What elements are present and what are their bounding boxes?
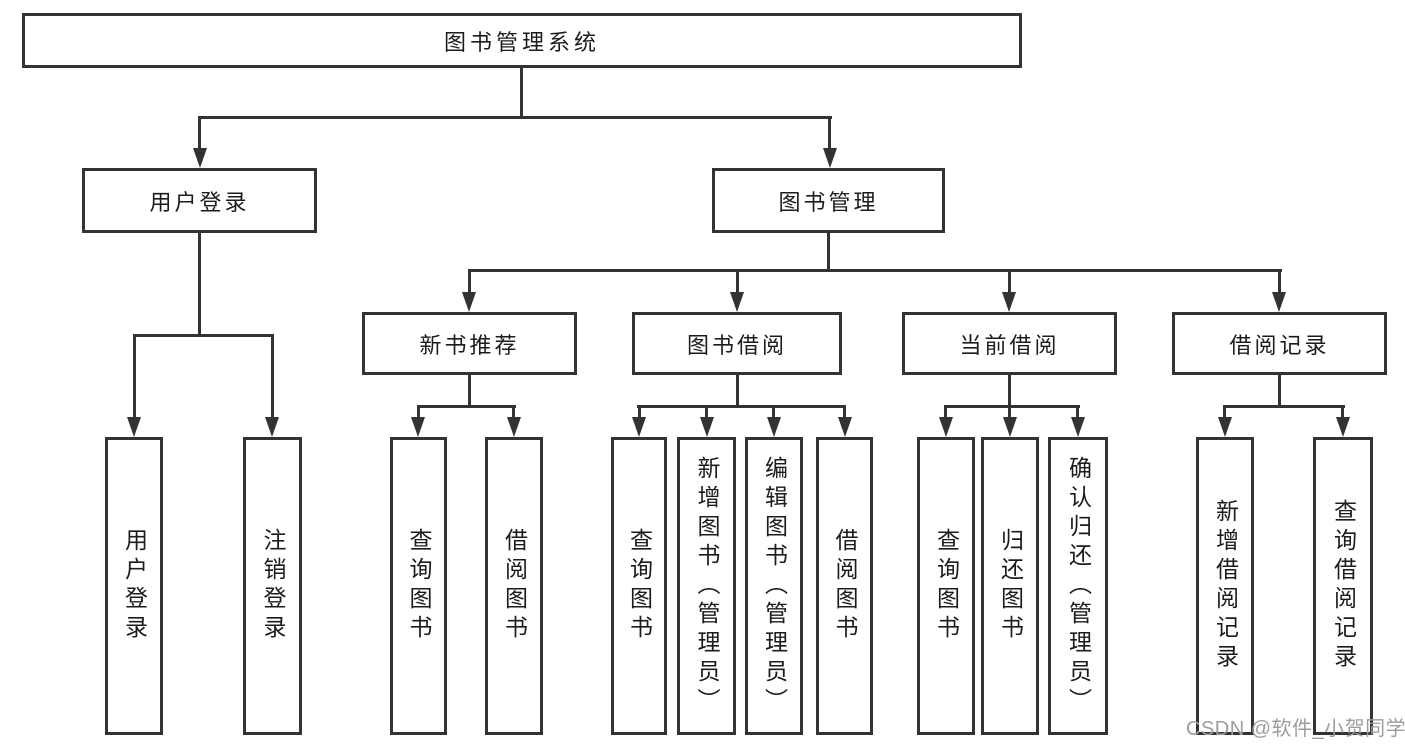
- connector-leaf-stem: [1008, 405, 1011, 417]
- arrow-down-icon: [265, 417, 279, 437]
- connector-leaf-stem: [1223, 405, 1226, 417]
- connector-new-book-rail: [417, 405, 516, 408]
- node-borrowing-records: 借阅记录: [1172, 312, 1387, 375]
- arrow-down-icon: [193, 148, 207, 168]
- connector-root-drop: [520, 68, 523, 118]
- connector-leaf-stem: [1076, 405, 1079, 417]
- connector-current-borrowing-drop: [1008, 375, 1011, 408]
- connector-leaf-stem: [772, 405, 775, 417]
- leaf-add-borrow-record: 新增借阅记录: [1196, 437, 1254, 735]
- connector-book-borrowing-drop: [736, 375, 739, 408]
- node-book-management: 图书管理: [712, 168, 945, 233]
- arrow-down-icon: [127, 417, 141, 437]
- leaf-logout: 注销登录: [243, 437, 302, 735]
- arrow-down-icon: [1002, 292, 1016, 312]
- leaf-query-borrow-record: 查询借阅记录: [1313, 437, 1373, 735]
- arrow-down-icon: [939, 417, 953, 437]
- leaf-add-books-admin: 新增图书（管理员）: [677, 437, 736, 735]
- arrow-down-icon: [700, 417, 714, 437]
- connector-leaf-stem: [1341, 405, 1344, 417]
- connector-leaf-stem: [512, 405, 515, 417]
- leaf-confirm-return-admin: 确认归还（管理员）: [1048, 437, 1108, 735]
- connector-stem-leaf-logout: [271, 334, 274, 417]
- arrow-down-icon: [1336, 417, 1350, 437]
- node-user-login: 用户登录: [82, 168, 317, 233]
- connector-stem-user-login: [198, 116, 201, 148]
- arrow-down-icon: [1272, 292, 1286, 312]
- leaf-edit-books-admin: 编辑图书（管理员）: [745, 437, 803, 735]
- arrow-down-icon: [838, 417, 852, 437]
- leaf-borrow-books-borrowing: 借阅图书: [816, 437, 873, 735]
- connector-current-borrowing-rail: [944, 405, 1080, 408]
- leaf-query-books-recommend: 查询图书: [390, 437, 447, 735]
- connector-stem-book-management: [828, 116, 831, 148]
- arrow-down-icon: [767, 417, 781, 437]
- connector-level2-rail: [198, 116, 832, 119]
- connector-book-management-drop: [827, 233, 830, 271]
- leaf-query-books-borrowing: 查询图书: [611, 437, 667, 735]
- connector-stem-new-book: [468, 269, 471, 292]
- arrow-down-icon: [1218, 417, 1232, 437]
- connector-leaf-stem: [638, 405, 641, 417]
- connector-stem-borrowing-records: [1278, 269, 1281, 292]
- connector-new-book-drop: [468, 375, 471, 408]
- arrow-down-icon: [462, 292, 476, 312]
- arrow-down-icon: [632, 417, 646, 437]
- csdn-watermark: CSDN @软件_小贺同学: [1186, 718, 1405, 740]
- connector-stem-book-borrowing: [736, 269, 739, 292]
- connector-leaf-stem: [843, 405, 846, 417]
- connector-book-borrowing-rail: [637, 405, 845, 408]
- connector-stem-leaf-user-login: [133, 334, 136, 417]
- connector-level3-rail: [468, 269, 1282, 272]
- arrow-down-icon: [1003, 417, 1017, 437]
- arrow-down-icon: [823, 148, 837, 168]
- connector-borrowing-records-drop: [1278, 375, 1281, 408]
- connector-user-login-rail: [133, 334, 274, 337]
- arrow-down-icon: [730, 292, 744, 312]
- node-book-borrowing: 图书借阅: [632, 312, 842, 375]
- connector-leaf-stem: [705, 405, 708, 417]
- connector-leaf-stem: [944, 405, 947, 417]
- arrow-down-icon: [507, 417, 521, 437]
- leaf-borrow-books-recommend: 借阅图书: [485, 437, 543, 735]
- leaf-user-login: 用户登录: [105, 437, 163, 735]
- connector-stem-current-borrowing: [1008, 269, 1011, 292]
- connector-leaf-stem: [417, 405, 420, 417]
- node-new-book-recommendation: 新书推荐: [362, 312, 577, 375]
- leaf-query-books-current: 查询图书: [917, 437, 975, 735]
- connector-user-login-drop: [198, 233, 201, 336]
- leaf-return-books: 归还图书: [981, 437, 1039, 735]
- arrow-down-icon: [1071, 417, 1085, 437]
- node-current-borrowing: 当前借阅: [902, 312, 1117, 375]
- connector-borrowing-records-rail: [1223, 405, 1345, 408]
- arrow-down-icon: [411, 417, 425, 437]
- node-root: 图书管理系统: [22, 13, 1022, 68]
